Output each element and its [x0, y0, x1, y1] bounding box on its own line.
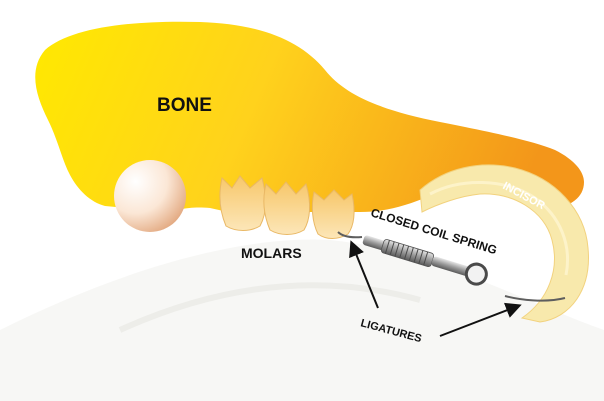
background-watermark: [0, 240, 604, 401]
condyle-circle: [114, 160, 186, 232]
molar-2: [264, 182, 310, 235]
molar-3: [312, 190, 354, 239]
label-bone: BONE: [157, 95, 212, 116]
molar-1: [220, 176, 266, 231]
label-molars: MOLARS: [241, 245, 302, 261]
